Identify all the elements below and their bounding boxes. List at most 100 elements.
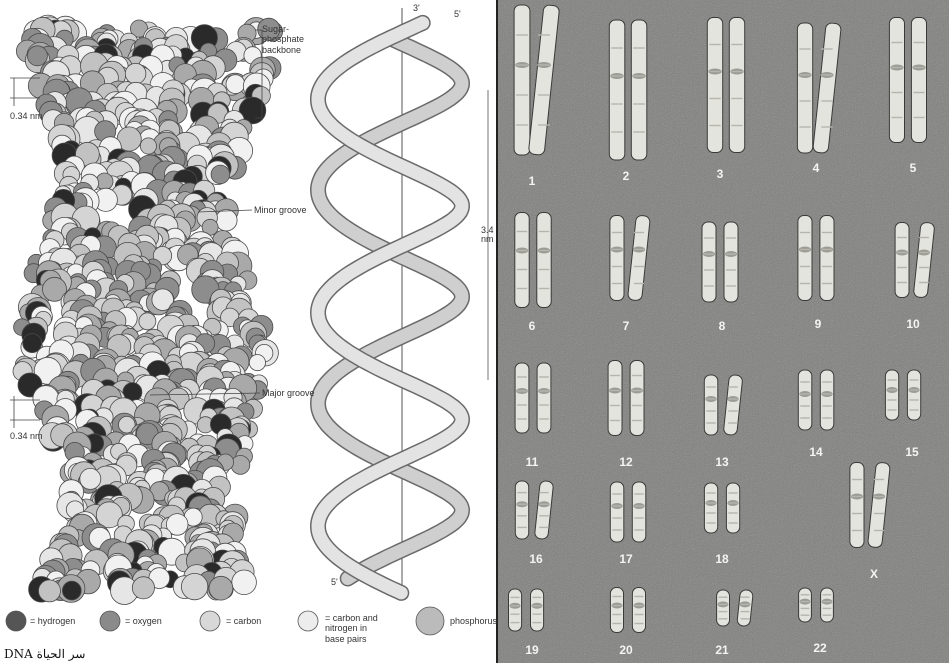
chromosome-number-8: 8 — [719, 319, 726, 333]
helix-end-top-left: 3' — [413, 4, 420, 13]
dna-structure-panel: Sugar-phosphate backbone 0.34 nm Minor g… — [0, 0, 498, 663]
legend-base-pairs-label: = carbon and nitrogen in base pairs — [325, 613, 385, 644]
spacing-top-label: 0.34 nm — [10, 112, 43, 121]
atom — [209, 576, 233, 600]
chromatid — [799, 588, 812, 622]
chromosome-number-1: 1 — [529, 174, 536, 188]
atom — [140, 138, 156, 154]
chromosome-number-7: 7 — [623, 319, 630, 333]
chromatid — [717, 590, 730, 626]
chromatid — [911, 18, 926, 143]
chromosome-number-15: 15 — [905, 445, 919, 459]
chromosome-number-10: 10 — [906, 317, 920, 331]
chromosome-number-11: 11 — [526, 455, 539, 469]
atom — [231, 456, 250, 475]
chromatid — [630, 361, 644, 436]
atom — [181, 573, 207, 599]
chromosome-number-20: 20 — [619, 643, 633, 657]
atom — [211, 165, 230, 184]
helix-end-bottom: 5' — [331, 578, 338, 587]
ribbon-helix — [318, 8, 488, 600]
chromatid — [610, 588, 623, 633]
atom — [125, 63, 146, 84]
chromosome-number-X: X — [870, 567, 878, 581]
chromosome-number-4: 4 — [813, 161, 820, 175]
atom — [27, 46, 47, 66]
chromatid — [798, 370, 812, 430]
sugar-backbone-label: Sugar-phosphate backbone — [262, 24, 302, 55]
space-filling-model — [13, 15, 283, 604]
chromatid — [821, 588, 834, 622]
chromatid — [820, 216, 834, 301]
chromatid — [608, 361, 622, 436]
chromosome-number-2: 2 — [623, 169, 630, 183]
dna-illustration — [0, 0, 496, 663]
chromatid — [631, 20, 647, 160]
chromatid — [515, 213, 529, 308]
chromatid — [724, 222, 738, 302]
chromatid — [707, 18, 722, 153]
legend-swatch-1 — [100, 611, 120, 631]
legend-phosphorus-label: phosphorus — [450, 617, 497, 626]
chromatid — [632, 588, 645, 633]
chromatid — [798, 216, 812, 301]
chromatid — [797, 23, 812, 153]
chromosome-number-6: 6 — [529, 319, 536, 333]
chromatid — [895, 223, 909, 298]
atom — [226, 75, 245, 94]
chromosome-number-18: 18 — [715, 552, 729, 566]
atom — [232, 570, 257, 595]
chromatid — [537, 213, 551, 308]
chromatid — [531, 589, 544, 631]
chromosome-number-17: 17 — [619, 552, 633, 566]
chromatid — [515, 481, 528, 539]
legend-swatch-2 — [200, 611, 220, 631]
atom — [39, 580, 61, 602]
legend-swatch-3 — [298, 611, 318, 631]
chromatid — [820, 370, 834, 430]
chromatid — [907, 370, 920, 420]
chromosome-number-16: 16 — [529, 552, 543, 566]
chromosome-number-22: 22 — [813, 641, 827, 655]
pitch-label: 3.4 nm — [481, 226, 493, 244]
chromosome-number-9: 9 — [815, 317, 822, 331]
helix-end-top-right: 5' — [454, 10, 461, 19]
chromosome-number-21: 21 — [715, 643, 729, 657]
minor-groove-label: Minor groove — [254, 206, 307, 215]
chromatid — [632, 482, 646, 542]
chromatid — [726, 483, 739, 533]
legend-hydrogen-label: = hydrogen — [30, 617, 75, 626]
chromatid — [609, 20, 625, 160]
chromosome-number-5: 5 — [910, 161, 917, 175]
chromosome-number-3: 3 — [717, 167, 724, 181]
chromatid — [515, 363, 529, 433]
legend-swatch-0 — [6, 611, 26, 631]
spacing-bottom-label: 0.34 nm — [10, 432, 43, 441]
chromatid — [509, 589, 522, 631]
chromatid — [729, 18, 744, 153]
chromatid — [702, 222, 716, 302]
chromosome-number-13: 13 — [715, 455, 729, 469]
caption: DNA سر الحياة — [4, 647, 85, 661]
chromatid — [514, 5, 530, 155]
major-groove-label: Major groove — [262, 389, 315, 398]
chromosome-number-19: 19 — [525, 643, 539, 657]
atom — [139, 313, 156, 330]
atom — [62, 581, 81, 600]
atom — [132, 577, 154, 599]
atom — [216, 209, 238, 231]
chromosome-number-14: 14 — [809, 445, 823, 459]
chromatid — [850, 463, 864, 548]
chromatid — [537, 363, 551, 433]
chromatid — [704, 483, 717, 533]
legend-swatch-4 — [416, 607, 444, 635]
legend-oxygen-label: = oxygen — [125, 617, 162, 626]
chromatid — [610, 216, 624, 301]
chromatid — [610, 482, 624, 542]
karyotype-image: 123456789101112131415161718X19202122 — [498, 0, 949, 663]
chromosome-number-12: 12 — [619, 455, 633, 469]
atom — [80, 468, 101, 489]
legend-carbon-label: = carbon — [226, 617, 261, 626]
